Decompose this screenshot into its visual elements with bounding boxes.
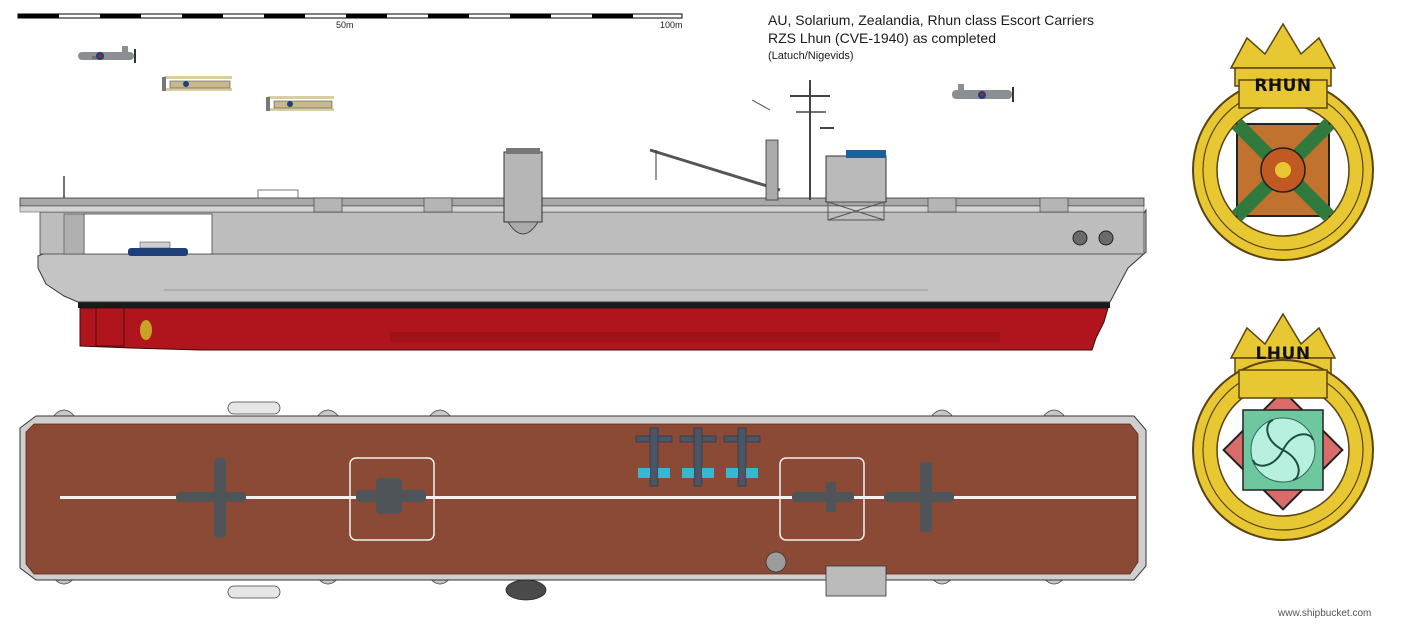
title-line-1: AU, Solarium, Zealandia, Rhun class Esco… <box>768 12 1095 28</box>
ship-plan-view <box>19 401 1147 601</box>
crest-lhun <box>1192 312 1374 541</box>
aircraft-flying-4 <box>952 84 1014 102</box>
aircraft-flying-2 <box>162 76 232 91</box>
scale-bar <box>17 13 683 19</box>
scale-label-100m: 100m <box>660 20 683 30</box>
credit-line: (Latuch/Nigevids) <box>768 50 854 62</box>
crest-label-rhun: RHUN <box>1254 76 1312 96</box>
crest-label-lhun: LHUN <box>1255 344 1311 364</box>
scale-label-50m: 50m <box>336 20 354 30</box>
crest-rhun <box>1192 22 1374 261</box>
ship-profile <box>19 80 1147 351</box>
aircraft-flying-3 <box>266 96 334 111</box>
watermark: www.shipbucket.com <box>1278 608 1372 619</box>
title-line-2: RZS Lhun (CVE-1940) as completed <box>768 30 996 46</box>
aircraft-flying-1 <box>78 46 136 63</box>
